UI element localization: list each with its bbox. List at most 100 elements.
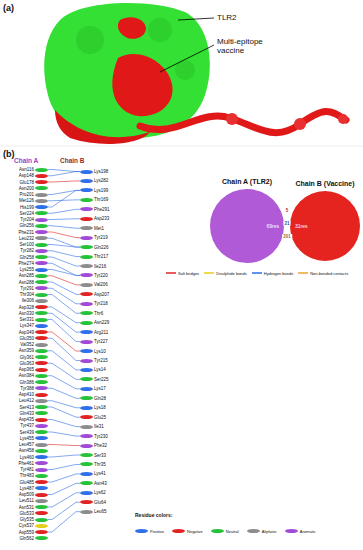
residue-oval <box>35 486 48 490</box>
residue-oval <box>35 168 48 172</box>
hydrogen-bond <box>48 270 80 276</box>
residue-oval <box>80 472 93 476</box>
residue-oval <box>80 226 93 230</box>
residue-name: Lys198 <box>94 169 108 174</box>
residue-node: Asp365 <box>19 367 48 372</box>
legend-text: Disulphide bonds <box>216 271 247 276</box>
residue-node: Ser224 <box>19 211 48 216</box>
residue-swatch <box>247 529 260 533</box>
residue-name: Asn330 <box>19 311 34 316</box>
residue-name: Lys255 <box>20 267 34 272</box>
residue-name: Lys18 <box>94 405 106 410</box>
residue-node: Asp435 <box>19 417 48 422</box>
residue-name: Lys460 <box>20 455 34 460</box>
residue-name: Thr169 <box>94 197 108 202</box>
residue-oval <box>35 424 48 428</box>
residue-name: Asp148 <box>19 173 34 178</box>
hydrogen-bond <box>48 190 80 207</box>
residue-node: Asn285 <box>19 273 48 278</box>
residue-oval <box>80 340 93 344</box>
residue-node: Lys18 <box>80 405 106 410</box>
residue-name: Ile31 <box>94 424 104 429</box>
legend-item: Positive <box>135 528 164 534</box>
residue-name: Ser225 <box>94 377 109 382</box>
panel-label: (a) <box>3 3 14 13</box>
legend-item: Aromatic <box>285 528 316 534</box>
residue-name: Ser439 <box>19 430 34 435</box>
residue-oval <box>35 193 48 197</box>
hydrogen-bond <box>48 432 80 436</box>
residue-count: 69res <box>266 223 279 229</box>
residue-oval <box>80 321 93 325</box>
residue-oval <box>35 430 48 434</box>
hydrogen-bond <box>48 388 80 398</box>
residue-oval <box>35 305 48 309</box>
residue-node: Lys455 <box>20 436 48 441</box>
residue-oval <box>35 499 48 503</box>
legend-text: Neutral <box>226 529 239 534</box>
column-header: Chain B <box>60 157 85 164</box>
residue-name: Asp559 <box>19 530 34 535</box>
residue-oval <box>80 425 93 429</box>
residue-node: Asn330 <box>19 311 48 316</box>
residue-oval <box>35 524 48 528</box>
residue-node: Val352 <box>20 342 48 347</box>
residue-name: Asp365 <box>19 367 34 372</box>
residue-node: Tyr227 <box>80 339 108 344</box>
hydrogen-bond <box>48 483 80 494</box>
residue-name: Asn288 <box>19 280 34 285</box>
tail-bead <box>226 113 238 125</box>
hydrogen-bond <box>48 320 80 342</box>
legend-item: Aliphatic <box>247 528 277 534</box>
residue-name: Asn116 <box>19 167 34 172</box>
residue-name: Phe32 <box>94 443 107 448</box>
residue-name: Lys62 <box>94 490 106 495</box>
hydrogen-bond <box>48 338 80 360</box>
residue-name: Tyr481 <box>20 467 34 472</box>
vaccine-patch <box>118 17 146 39</box>
leader-line <box>160 45 214 72</box>
residue-name: Leu412 <box>19 398 34 403</box>
interface-count: 5 <box>285 208 290 213</box>
structure-label: Multi-epitope vaccine <box>217 37 287 55</box>
surface-shade <box>148 18 172 42</box>
residue-node: Leu511 <box>19 498 48 503</box>
residue-name: Tyr204 <box>20 217 34 222</box>
residue-oval <box>35 505 48 509</box>
residue-name: Lys41 <box>94 471 106 476</box>
residue-node: Ser33 <box>80 453 106 458</box>
legend-item: Disulphide bonds <box>204 270 247 276</box>
residue-node: Tyr220 <box>80 273 108 278</box>
residue-node: Gln28 <box>80 396 106 401</box>
bond-swatch <box>298 271 308 275</box>
residue-name: Thr6 <box>94 311 103 316</box>
residue-oval <box>35 349 48 353</box>
residue-node: Asn229 <box>80 320 109 325</box>
legend-title: Residue colors: <box>135 513 173 519</box>
residue-name: Asp349 <box>19 330 34 335</box>
hydrogen-bond <box>48 363 80 379</box>
residue-node: Glu350 <box>19 336 48 341</box>
residue-oval <box>35 205 48 209</box>
hydrogen-bond <box>48 238 80 247</box>
residue-name: Ile216 <box>94 264 106 269</box>
residue-node: His199 <box>20 205 48 210</box>
residue-name: Gln433 <box>19 411 34 416</box>
bond-swatch-line <box>252 272 262 274</box>
residue-oval <box>35 324 48 328</box>
hydrogen-bond <box>48 251 80 257</box>
residue-node: Asn359 <box>19 348 48 353</box>
residue-node: Tyr204 <box>20 217 48 222</box>
residue-name: Ser224 <box>19 211 34 216</box>
legend-item: Negative <box>172 528 203 534</box>
residue-name: Tyr215 <box>94 358 108 363</box>
residue-oval <box>35 386 48 390</box>
residue-node: Lys10 <box>80 349 106 354</box>
residue-node: Asp349 <box>19 330 48 335</box>
residue-node: Gln256 <box>19 223 48 228</box>
residue-oval <box>35 536 48 540</box>
residue-oval <box>80 415 93 419</box>
residue-node: Lys282 <box>80 178 108 183</box>
residue-node: Asp233 <box>80 216 109 221</box>
residue-oval <box>35 480 48 484</box>
